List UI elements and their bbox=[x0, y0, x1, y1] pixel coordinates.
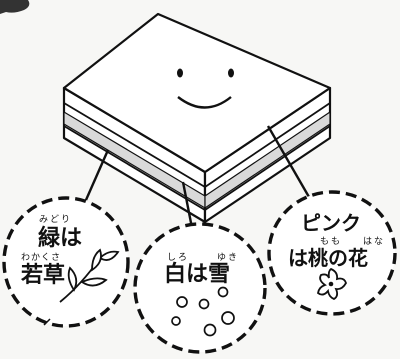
green-ruby-midori: みどり bbox=[39, 215, 73, 225]
snow-dot bbox=[171, 316, 181, 326]
cake-layer-line-2 bbox=[63, 125, 331, 211]
green-label-line2: 若草 bbox=[21, 263, 66, 288]
smiley-face-icon bbox=[177, 68, 234, 109]
cake-top-face bbox=[62, 12, 332, 174]
snow-dot bbox=[203, 323, 217, 337]
grass-leaf-4 bbox=[67, 266, 78, 292]
smile bbox=[177, 96, 232, 109]
snow-dot bbox=[198, 298, 210, 310]
white-label-circle bbox=[133, 222, 267, 354]
snow-dot bbox=[217, 286, 229, 298]
cake-white-layer-right bbox=[204, 111, 331, 209]
green-label-circle bbox=[2, 196, 130, 328]
right-eye bbox=[228, 68, 234, 78]
white-label-line: 白は雪 bbox=[164, 262, 231, 287]
snow-dot bbox=[176, 296, 188, 308]
white-ruby-yuki: ゆき bbox=[217, 253, 240, 263]
white-ruby-shiro: しろ bbox=[167, 253, 190, 263]
snow-dots-icon bbox=[171, 286, 235, 337]
pink-ruby-momo: もも bbox=[320, 237, 343, 247]
pink-ruby-hana: はな bbox=[363, 237, 386, 247]
green-label-line1: 緑は bbox=[38, 226, 83, 251]
pink-label-line1: ピンク bbox=[301, 211, 361, 235]
blossom-center bbox=[328, 281, 334, 287]
pencil-mark bbox=[43, 318, 51, 326]
pointer-line-white bbox=[181, 181, 194, 229]
grass-leaf-1 bbox=[98, 250, 120, 261]
pointer-line-pink bbox=[266, 125, 311, 198]
pink-label-circle bbox=[267, 190, 397, 316]
grass-leaf-2 bbox=[91, 248, 102, 272]
left-eye bbox=[177, 68, 183, 78]
snow-dot bbox=[221, 311, 235, 325]
young-grass-icon bbox=[59, 248, 120, 303]
cake-layer-line-1 bbox=[63, 102, 331, 188]
green-ruby-wakakusa: わかくさ bbox=[21, 253, 62, 263]
hishimochi-cake-icon bbox=[62, 12, 332, 224]
grass-leaf-3 bbox=[80, 277, 108, 287]
ink-blob bbox=[0, 0, 30, 14]
pointer-line-green bbox=[84, 149, 110, 201]
pink-label-line2: は桃の花 bbox=[288, 246, 368, 270]
peach-blossom-icon bbox=[317, 267, 347, 301]
